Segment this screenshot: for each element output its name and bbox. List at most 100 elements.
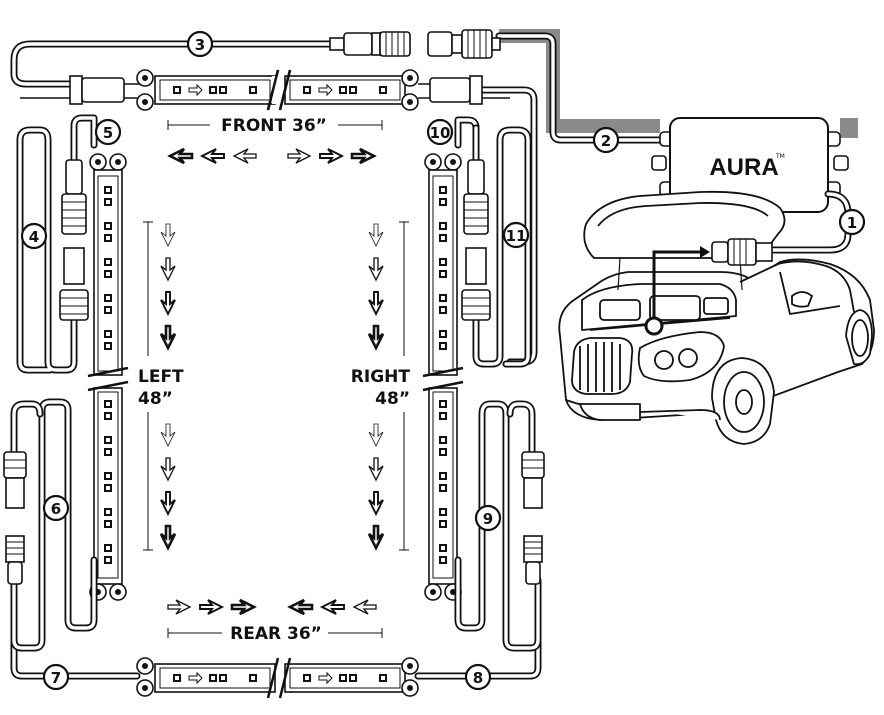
callout-number: 5 (103, 124, 113, 142)
led-chip-icon (439, 234, 447, 242)
led-chip-icon (439, 258, 447, 266)
callout-number: 11 (506, 227, 527, 245)
led-chip-icon (439, 400, 447, 408)
callout-number: 3 (195, 36, 205, 54)
right-arrow-icon (167, 599, 192, 615)
led-chip-icon (439, 472, 447, 480)
down-arrow-icon (368, 491, 384, 517)
right-arrow-icon (230, 598, 257, 616)
led-chip-icon (303, 674, 311, 682)
left-arrow-icon (352, 599, 377, 615)
led-chip-icon (104, 294, 112, 302)
led-chip-icon (439, 294, 447, 302)
down-arrow-icon (368, 457, 384, 482)
led-chip-icon (104, 198, 112, 206)
callout-2: 2 (592, 126, 620, 154)
down-arrow-icon (367, 524, 385, 551)
down-arrow-icon (160, 257, 176, 282)
callout-6: 6 (42, 494, 70, 522)
led-chip-icon (439, 484, 447, 492)
down-arrow-icon (160, 291, 176, 317)
callout-number: 2 (601, 132, 611, 150)
left-label: LEFT (138, 367, 184, 387)
led-chip-icon (104, 448, 112, 456)
left-arrow-icon (167, 147, 194, 165)
led-chip-icon (439, 270, 447, 278)
down-arrow-icon (368, 257, 384, 282)
right-label: RIGHT (351, 367, 411, 387)
dimension-lines (143, 120, 409, 638)
led-chip-icon (104, 484, 112, 492)
callout-11: 11 (502, 221, 530, 249)
callout-10: 10 (426, 118, 454, 146)
led-chip-icon (104, 520, 112, 528)
down-arrow-icon (159, 324, 177, 351)
rear-led-strip (136, 657, 419, 699)
callout-4: 4 (20, 222, 48, 250)
connector-pair-top (329, 29, 501, 59)
led-chip-icon (104, 234, 112, 242)
led-chip-icon (104, 330, 112, 338)
led-chip-icon (339, 674, 347, 682)
grey-cable-stub (840, 118, 858, 138)
down-arrow-icon (368, 291, 384, 317)
callout-3: 3 (186, 30, 214, 58)
led-chip-icon (439, 222, 447, 230)
car-icon (558, 190, 875, 445)
led-chip-icon (439, 330, 447, 338)
down-arrow-icon (160, 491, 176, 517)
callout-number: 9 (483, 510, 493, 528)
right-led-strip (422, 153, 464, 601)
led-chip-icon (104, 186, 112, 194)
led-chip-icon (104, 400, 112, 408)
down-arrow-icon (368, 423, 384, 447)
led-chip-icon (104, 436, 112, 444)
down-arrow-icon (368, 223, 384, 247)
led-chip-icon (104, 258, 112, 266)
led-chip-icon (104, 306, 112, 314)
led-chip-icon (209, 674, 217, 682)
led-chip-icon (219, 86, 227, 94)
front-label: FRONT 36” (221, 116, 327, 136)
led-chip-icon (104, 342, 112, 350)
brand-label: AURA (709, 154, 778, 181)
led-chip-icon (349, 86, 357, 94)
callout-number: 7 (51, 669, 61, 687)
down-arrow-icon (159, 524, 177, 551)
callout-number: 10 (430, 124, 451, 142)
led-chip-icon (439, 342, 447, 350)
callout-7: 7 (42, 663, 70, 691)
left-arrow-icon (319, 599, 345, 615)
led-chip-icon (439, 412, 447, 420)
led-chip-icon (439, 186, 447, 194)
led-chip-icon (439, 198, 447, 206)
led-chip-icon (104, 544, 112, 552)
led-chip-icon (104, 222, 112, 230)
led-chip-icon (439, 436, 447, 444)
down-arrow-icon (367, 324, 385, 351)
front-led-strip (69, 69, 483, 111)
left-connectors (3, 159, 89, 585)
led-chip-icon (439, 544, 447, 552)
callout-5: 5 (94, 118, 122, 146)
cable-6 (10, 398, 98, 652)
led-chip-icon (379, 674, 387, 682)
left-arrow-icon (232, 148, 257, 164)
left-arrow-icon (199, 148, 225, 164)
led-chip-icon (249, 86, 257, 94)
callout-8: 8 (464, 663, 492, 691)
led-chip-icon (104, 412, 112, 420)
led-chip-icon (104, 556, 112, 564)
led-chip-icon (439, 306, 447, 314)
cable-7 (10, 624, 141, 680)
right-length-label: 48” (375, 389, 410, 409)
down-arrow-icon (160, 457, 176, 482)
grey-cable (499, 29, 660, 133)
led-chip-icon (439, 520, 447, 528)
led-chip-icon (173, 86, 181, 94)
callout-9: 9 (474, 504, 502, 532)
callout-number: 4 (29, 228, 39, 246)
callout-number: 8 (473, 669, 483, 687)
